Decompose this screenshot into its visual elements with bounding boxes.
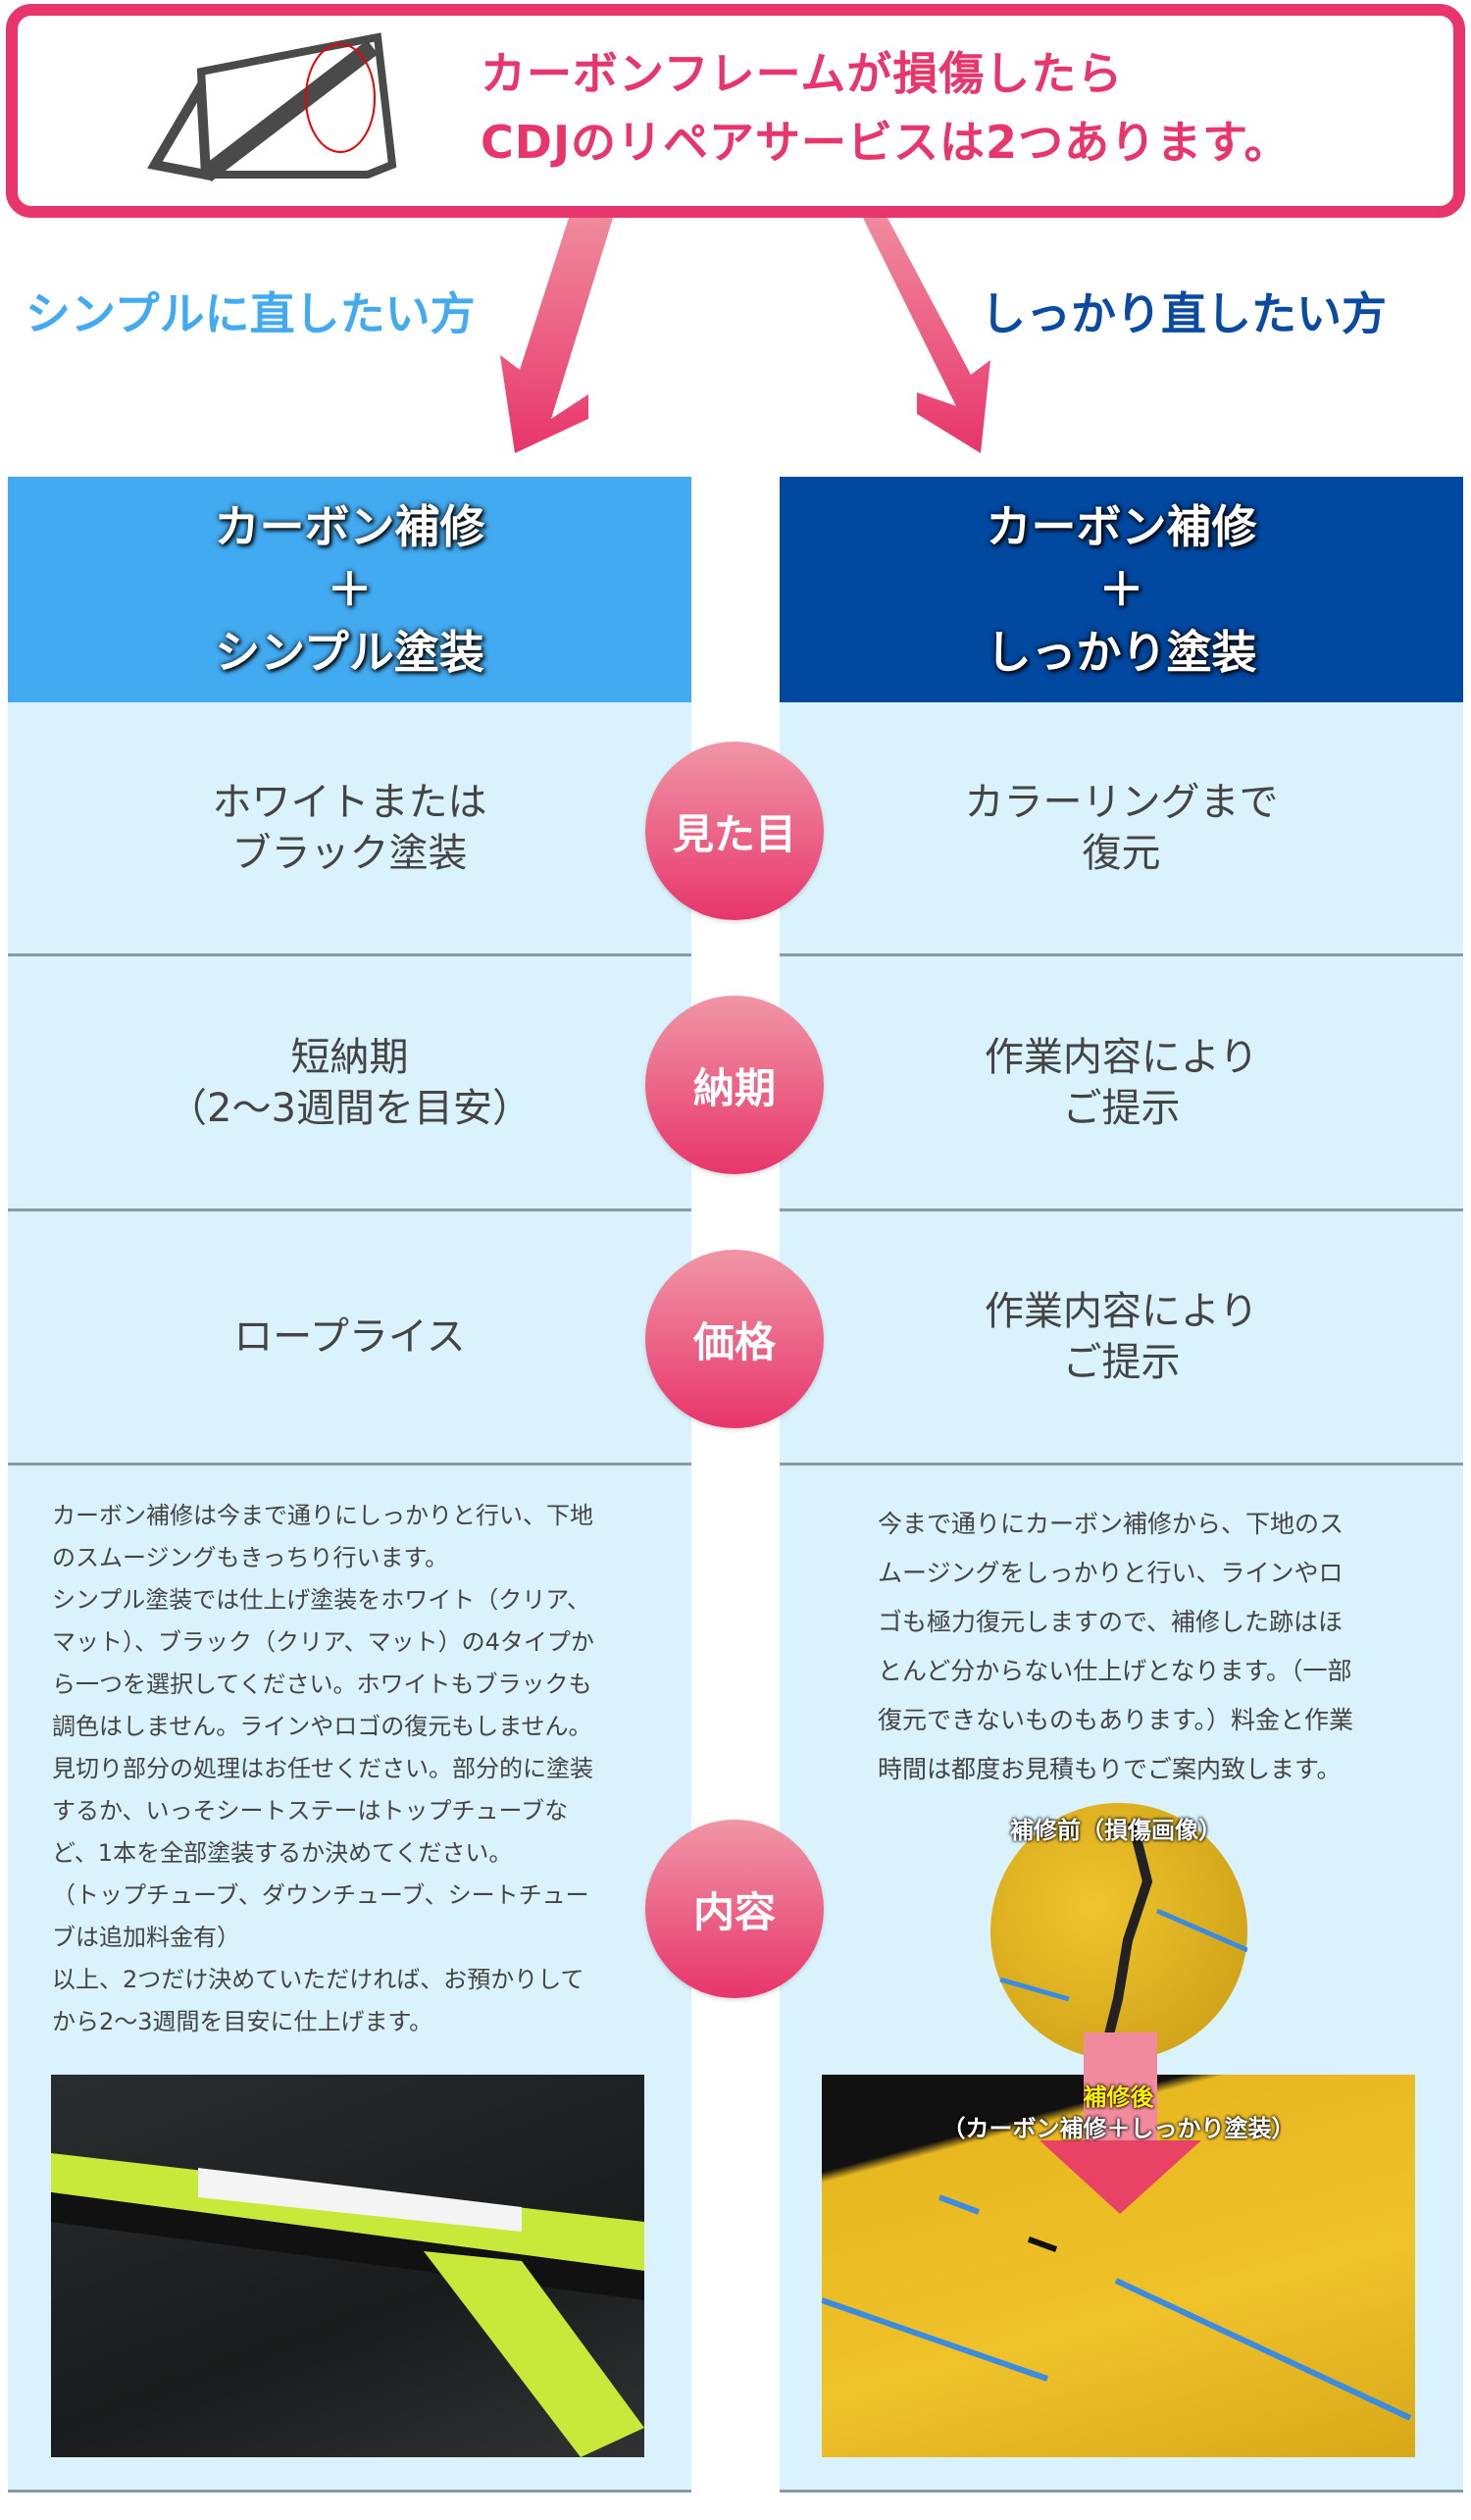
arrow-down-icon xyxy=(1040,2032,1201,2214)
text: 作業内容により xyxy=(984,1289,1259,1334)
text: 復元 xyxy=(1082,831,1161,876)
badge-look: 見た目 xyxy=(645,742,824,920)
arrows xyxy=(500,218,990,453)
plan-header-thorough: カーボン補修 ＋ しっかり塗装 xyxy=(780,477,1463,702)
header-line-2: CDJのリペアサービスは2つあります。 xyxy=(481,116,1291,169)
text: シンプル塗装では仕上げ塗装をホワイト（クリア、マット）、ブラック（クリア、マット… xyxy=(52,1586,594,1740)
text: ブラック塗装 xyxy=(231,831,468,876)
bike-frame-icon xyxy=(147,32,397,182)
badge-details: 内容 xyxy=(645,1820,824,1998)
photo-before-repair xyxy=(990,1803,1248,2060)
text: カーボン補修は今まで通りにしっかりと行い、下地のスムージングもきっちり行います。 xyxy=(52,1502,593,1571)
plan-title: カーボン補修 xyxy=(986,500,1257,553)
cell-look-thorough: カラーリングまで復元 xyxy=(780,702,1463,956)
plan-title: シンプル塗装 xyxy=(215,626,484,679)
plus-sign: ＋ xyxy=(1098,563,1144,616)
arrow-right-icon xyxy=(863,218,990,453)
cell-delivery-simple: 短納期 （2〜3週間を目安） xyxy=(8,956,691,1211)
plan-header-simple: カーボン補修 ＋ シンプル塗装 xyxy=(8,477,691,702)
cell-look-simple: ホワイトまたはブラック塗装 xyxy=(8,702,691,956)
plus-sign: ＋ xyxy=(327,563,373,616)
after-subtitle: （カーボン補修＋しっかり塗装） xyxy=(941,2115,1295,2142)
text: 見切り部分の処理はお任せください。部分的に塗装するか、いっそシートステーはトップ… xyxy=(52,1755,593,1867)
after-label: 補修後 （カーボン補修＋しっかり塗装） xyxy=(822,2082,1415,2144)
text: 今まで通りにカーボン補修から、下地のスムージングをしっかりと行い、ラインやロゴも… xyxy=(878,1510,1354,1783)
text: カラーリングまで xyxy=(964,780,1279,825)
cell-delivery-thorough: 作業内容によりご提示 xyxy=(780,956,1463,1211)
header-title: カーボンフレームが損傷したら CDJのリペアサービスは2つあります。 xyxy=(481,39,1290,177)
arrow-left-icon xyxy=(500,218,613,453)
text: ホワイトまたは xyxy=(212,780,487,825)
text: ご提示 xyxy=(1062,1085,1181,1131)
after-title: 補修後 xyxy=(1083,2083,1154,2111)
plan-title: カーボン補修 xyxy=(214,500,485,553)
text: ロープライス xyxy=(233,1314,466,1360)
text: 以上、2つだけ決めていただければ、お預かりしてから2〜3週間を目安に仕上げます。 xyxy=(52,1966,584,2035)
text: ご提示 xyxy=(1062,1340,1181,1385)
badge-price: 価格 xyxy=(645,1250,824,1428)
badge-delivery: 納期 xyxy=(645,996,824,1174)
lead-thorough: しっかり直したい方 xyxy=(981,287,1387,340)
text: （トップチューブ、ダウンチューブ、シートチューブは追加料金有） xyxy=(52,1881,589,1951)
photo-simple-paint xyxy=(51,2075,644,2457)
cell-price-simple: ロープライス xyxy=(8,1211,691,1466)
text: 短納期 xyxy=(290,1034,409,1080)
cell-price-thorough: 作業内容によりご提示 xyxy=(780,1211,1463,1466)
before-label: 補修前（損傷画像） xyxy=(1010,1817,1222,1844)
lead-simple: シンプルに直したい方 xyxy=(25,287,476,340)
text: 作業内容により xyxy=(984,1034,1259,1080)
text: （2〜3週間を目安） xyxy=(168,1085,532,1131)
plan-title: しっかり塗装 xyxy=(986,626,1257,679)
header-line-1: カーボンフレームが損傷したら xyxy=(481,47,1124,100)
header-box xyxy=(6,4,1465,218)
